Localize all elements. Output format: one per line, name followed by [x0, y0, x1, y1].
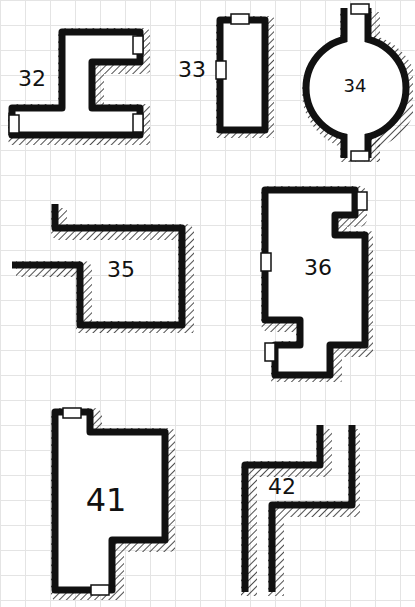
dungeon-room: 42	[235, 418, 360, 598]
room-wall	[265, 190, 365, 375]
door	[63, 408, 81, 418]
room-wall	[341, 134, 348, 158]
door	[216, 61, 226, 79]
room-floor	[265, 190, 365, 375]
door	[133, 114, 143, 132]
room-wall	[12, 204, 182, 325]
door	[91, 585, 109, 595]
room-wall	[306, 38, 406, 138]
room-number: 34	[344, 77, 367, 95]
door	[231, 14, 249, 24]
door	[351, 4, 369, 14]
room-number: 41	[86, 484, 127, 516]
room-floor	[347, 30, 365, 50]
door	[265, 343, 275, 361]
dungeon-room: 41	[45, 402, 175, 600]
door	[9, 115, 19, 133]
dungeon-room: 35	[5, 198, 195, 333]
room-floor	[306, 38, 406, 138]
door	[261, 253, 271, 271]
room-floor	[55, 412, 165, 590]
room-number: 36	[304, 257, 332, 279]
room-wall	[12, 32, 140, 135]
dungeon-room: 34	[295, 0, 413, 165]
door	[351, 151, 369, 161]
room-floor	[12, 32, 140, 135]
room-number: 35	[107, 259, 135, 281]
dungeon-room: 36	[256, 182, 373, 382]
room-wall	[341, 8, 348, 42]
dungeon-room: 33	[170, 8, 274, 138]
room-outline	[235, 418, 360, 598]
room-number: 42	[268, 476, 296, 498]
room-outline	[5, 198, 195, 333]
room-wall	[272, 425, 352, 592]
room-wall	[55, 412, 165, 590]
door	[357, 192, 367, 210]
room-outline	[256, 182, 373, 382]
room-floor	[347, 126, 365, 146]
wall-shadow	[249, 429, 356, 596]
dungeon-room: 32	[5, 20, 150, 145]
room-number: 32	[18, 68, 46, 90]
door	[133, 36, 143, 54]
room-number: 33	[178, 59, 206, 81]
